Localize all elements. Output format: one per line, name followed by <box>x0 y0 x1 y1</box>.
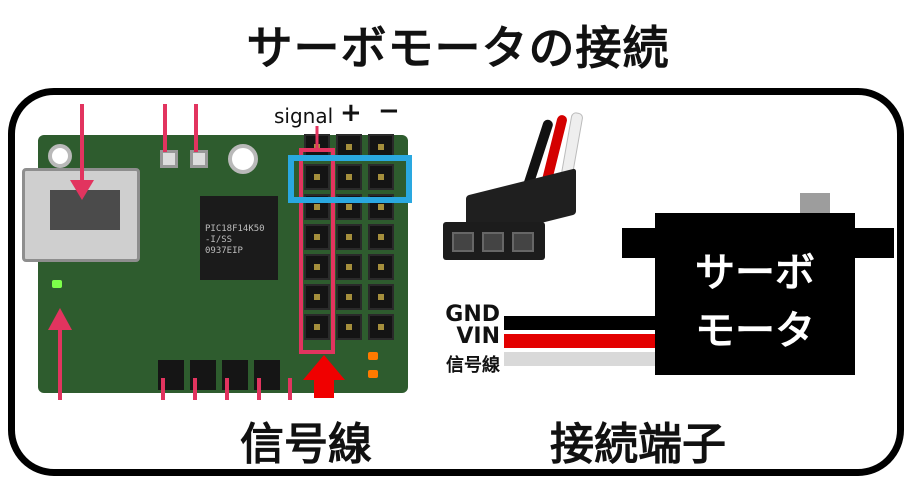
power-pad <box>190 150 208 168</box>
header-pin <box>368 284 394 310</box>
plus-label: + <box>340 98 362 128</box>
connector-socket <box>512 232 534 252</box>
header-pin <box>304 314 330 340</box>
chip-marking-line: PIC18F14K50 <box>205 224 265 234</box>
terminal-label: 接続端子 <box>550 419 726 470</box>
wire-label-vin: VIN <box>456 324 500 349</box>
mounting-hole <box>228 144 258 174</box>
header-pin <box>336 224 362 250</box>
header-pin <box>336 254 362 280</box>
signal-line-label: 信号線 <box>240 419 372 470</box>
connector-highlight <box>288 155 412 203</box>
wire-gnd <box>504 316 656 330</box>
wire-label-gnd: GND <box>445 302 500 327</box>
usb-port <box>50 190 120 230</box>
arrow-up-icon <box>48 308 72 330</box>
microcontroller-chip <box>200 196 278 280</box>
header-pin <box>368 224 394 250</box>
wire-signal <box>504 352 656 366</box>
header-pin <box>368 314 394 340</box>
header-pin <box>304 254 330 280</box>
arrow-down-icon <box>70 180 94 200</box>
connector-socket <box>452 232 474 252</box>
header-pin <box>336 314 362 340</box>
header-pin <box>336 164 362 190</box>
header-pin <box>304 164 330 190</box>
chip-marking-line: -I/SS <box>205 235 233 245</box>
power-pad <box>160 150 178 168</box>
header-pin <box>304 284 330 310</box>
chip-marking: PIC18F14K50 -I/SS 0937EIP <box>205 224 275 257</box>
connector-socket <box>482 232 504 252</box>
chip-marking-line: 0937EIP <box>205 246 243 256</box>
signal-label: signal <box>274 104 334 128</box>
wire-label-signal: 信号線 <box>446 355 500 376</box>
wire-vin <box>504 334 656 348</box>
header-pin <box>336 284 362 310</box>
green-led <box>52 280 62 288</box>
header-pin <box>368 254 394 280</box>
servo-horn <box>800 193 830 215</box>
header-pin <box>304 224 330 250</box>
page-title: サーボモータの接続 <box>246 21 670 75</box>
mounting-hole <box>48 144 72 168</box>
header-pin <box>368 164 394 190</box>
signal-bracket <box>299 148 335 354</box>
servo-label-line2: モータ <box>695 308 815 354</box>
servo-label-line1: サーボ <box>695 250 815 296</box>
orange-led <box>368 370 378 378</box>
minus-label: − <box>378 96 400 126</box>
servo-motor <box>655 213 855 375</box>
signal-arrow-icon <box>303 355 345 398</box>
orange-led <box>368 352 378 360</box>
